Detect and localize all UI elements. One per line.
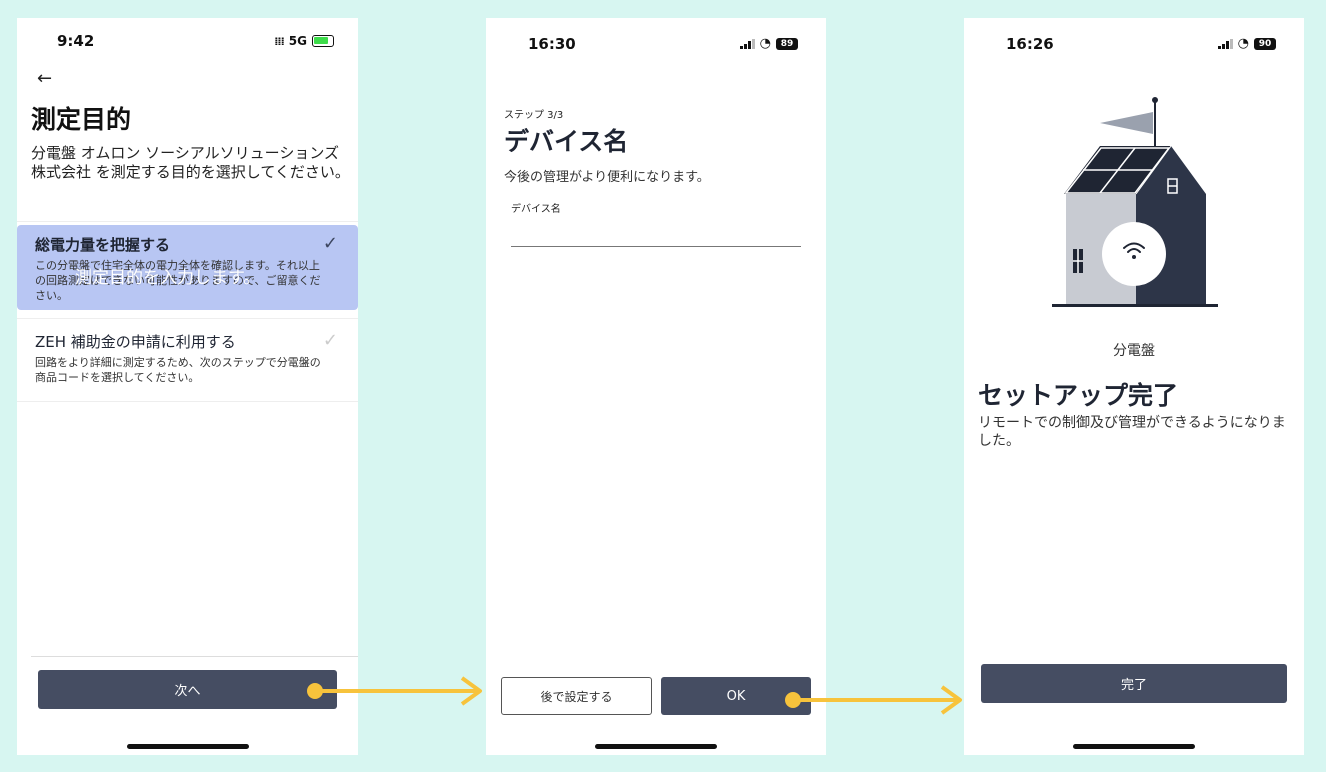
arrow-head	[940, 685, 962, 715]
page-title: セットアップ完了	[978, 381, 1179, 410]
ground-line	[1052, 304, 1218, 307]
screen-setup-complete: 16:26 ◔ 90	[964, 18, 1304, 755]
arrow-head	[460, 676, 482, 706]
status-bar: 16:26 ◔ 90	[964, 18, 1304, 64]
divider	[31, 656, 358, 657]
input-underline	[511, 246, 801, 247]
page-title: 測定目的	[31, 105, 132, 134]
divider	[17, 318, 358, 319]
flag-pole-tip	[1152, 97, 1158, 103]
signal-icon	[739, 38, 755, 49]
signal-icon: ⁞⁞⁞	[274, 34, 285, 48]
home-indicator	[1073, 744, 1195, 749]
option-zeh-subsidy[interactable]: ZEH 補助金の申請に利用する ✓ 回路をより詳細に測定するため、次のステップで…	[17, 322, 358, 402]
signal-icon	[1217, 38, 1233, 49]
home-indicator	[595, 744, 717, 749]
wifi-icon: ◔	[1237, 36, 1249, 51]
flag	[1100, 112, 1153, 134]
home-indicator	[126, 744, 249, 749]
house-illustration	[1052, 97, 1218, 307]
house-gable	[1136, 146, 1206, 194]
page-description: 今後の管理がより便利になります。	[504, 170, 710, 185]
status-bar: 16:30 ◔ 89	[486, 18, 826, 64]
wifi-icon	[1123, 242, 1145, 253]
battery-icon: 89	[776, 37, 798, 50]
flow-arrow-2	[785, 685, 962, 715]
option-description: この分電盤で住宅全体の電力全体を確認します。それ以上の回路測定はできない可能性が…	[35, 259, 321, 302]
battery-charging-icon	[312, 35, 334, 47]
battery-icon: 90	[1254, 37, 1276, 50]
ok-button[interactable]: OK	[661, 677, 811, 715]
option-total-power[interactable]: 総電力量を把握する ✓ この分電盤で住宅全体の電力全体を確認します。それ以上の回…	[17, 225, 358, 310]
step-indicator: ステップ 3/3	[504, 110, 564, 121]
divider	[17, 221, 358, 222]
wifi-badge	[1102, 222, 1166, 286]
check-icon: ✓	[322, 233, 338, 254]
instruction-overlay: 測定目的を入力します。	[75, 268, 261, 288]
set-later-button[interactable]: 後で設定する	[501, 677, 652, 715]
flow-arrow-1	[307, 676, 482, 706]
status-time: 16:30	[528, 35, 576, 53]
check-icon: ✓	[322, 330, 338, 351]
wifi-icon: ◔	[759, 36, 771, 51]
option-title: 総電力量を把握する	[35, 236, 171, 254]
done-button[interactable]: 完了	[981, 664, 1287, 703]
device-name-input[interactable]	[511, 218, 801, 244]
page-title: デバイス名	[504, 127, 629, 156]
screen-device-name: 16:30 ◔ 89 ステップ 3/3 デバイス名 今後の管理がより便利になりま…	[486, 18, 826, 755]
option-description: 回路をより詳細に測定するため、次のステップで分電盤の商品コードを選択してください…	[35, 356, 321, 384]
page-description: リモートでの制御及び管理ができるようになりました。	[978, 415, 1286, 449]
page-description: 分電盤 オムロン ソーシアルソリューションズ株式会社 を測定する目的を選択してく…	[31, 144, 350, 181]
back-arrow-icon[interactable]: ←	[37, 68, 53, 89]
network-label: 5G	[288, 34, 307, 48]
device-label: 分電盤	[1113, 343, 1155, 359]
option-title: ZEH 補助金の申請に利用する	[35, 333, 236, 351]
status-bar: 9:42 ⁞⁞⁞ 5G	[17, 18, 358, 64]
field-label: デバイス名	[511, 204, 561, 215]
status-time: 9:42	[57, 32, 95, 50]
status-time: 16:26	[1006, 35, 1054, 53]
screen-purpose: 9:42 ⁞⁞⁞ 5G ← 測定目的 分電盤 オムロン ソーシアルソリューション…	[17, 18, 358, 755]
next-button[interactable]: 次へ	[38, 670, 337, 709]
